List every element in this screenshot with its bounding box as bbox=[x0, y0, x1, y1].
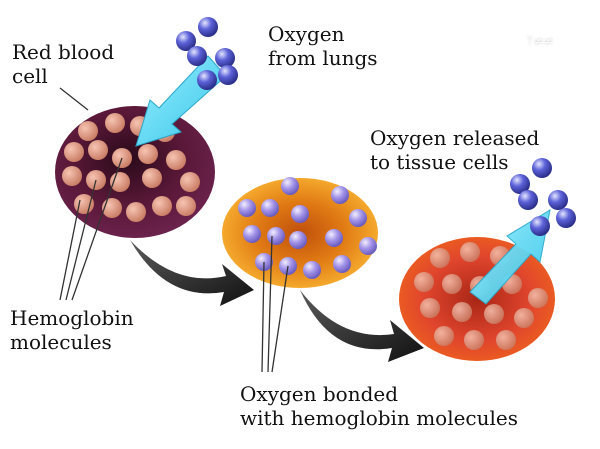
oxygen-molecules-released bbox=[510, 158, 576, 236]
hemoglobin-molecules-cell1 bbox=[62, 113, 200, 222]
label-oxygen-released-line2: to tissue cells bbox=[370, 150, 509, 174]
label-hemoglobin-line1: Hemoglobin bbox=[10, 306, 134, 330]
leader-hemoglobin-2 bbox=[65, 179, 97, 301]
transition-arrow-2 bbox=[300, 290, 424, 362]
leader-red-blood-cell bbox=[59, 87, 89, 111]
label-red-blood-cell-line1: Red blood bbox=[12, 40, 115, 64]
oxygen-molecules-from-lungs bbox=[176, 17, 238, 90]
label-oxygen-bonded-line1: Oxygen bonded bbox=[240, 382, 399, 406]
label-red-blood-cell-line2: cell bbox=[12, 64, 48, 88]
leader-bonded-1 bbox=[261, 261, 265, 373]
red-blood-cell-unoxygenated bbox=[55, 106, 215, 238]
leader-bonded-2 bbox=[267, 235, 273, 373]
watermark-logo: ᛘ≠≠ bbox=[526, 34, 554, 48]
label-hemoglobin-line2: molecules bbox=[10, 330, 112, 354]
leader-hemoglobin-3 bbox=[71, 157, 123, 301]
oxygen-outflow-arrow bbox=[469, 208, 551, 305]
red-blood-cell-releasing bbox=[399, 237, 555, 361]
oxygen-inflow-arrow bbox=[135, 55, 227, 147]
label-oxygen-from-lungs-line1: Oxygen bbox=[268, 22, 345, 46]
leader-bonded-3 bbox=[271, 265, 289, 373]
leader-lines bbox=[59, 87, 289, 373]
leader-hemoglobin-1 bbox=[59, 199, 81, 301]
transition-arrow-1 bbox=[130, 240, 254, 306]
label-oxygen-released-line1: Oxygen released bbox=[370, 126, 540, 150]
red-blood-cell-oxygenated bbox=[222, 177, 378, 288]
label-oxygen-from-lungs-line2: from lungs bbox=[268, 46, 378, 70]
label-oxygen-bonded-line2: with hemoglobin molecules bbox=[240, 406, 519, 430]
